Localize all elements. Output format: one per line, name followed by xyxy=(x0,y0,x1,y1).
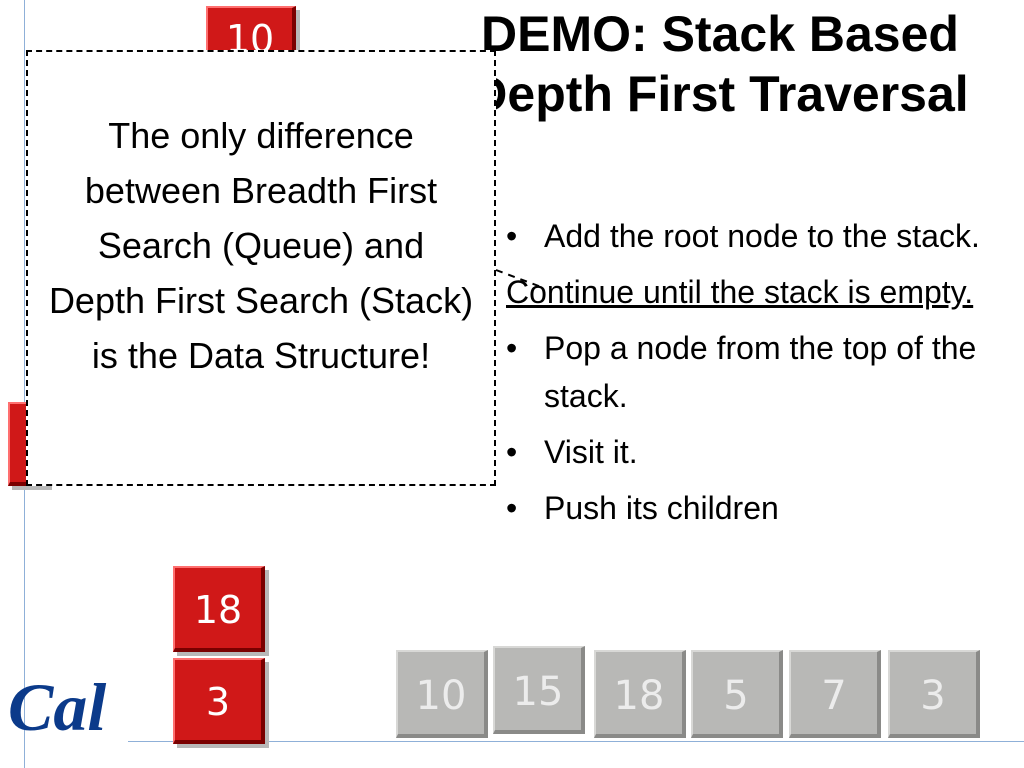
bullet-item: • Push its children xyxy=(506,484,1006,532)
loop-heading: Continue until the stack is empty. xyxy=(506,274,974,310)
bullet-icon: • xyxy=(506,330,518,366)
visited-tile: 10 xyxy=(396,650,488,738)
bullet-icon: • xyxy=(506,218,518,254)
slide-title: DEMO: Stack Based Depth First Traversal xyxy=(471,6,969,122)
callout-text: The only difference between Breadth Firs… xyxy=(48,115,474,376)
bullet-icon: • xyxy=(506,490,518,526)
callout-pointer xyxy=(495,269,545,289)
cal-logo: Cal xyxy=(8,669,106,745)
visited-tile: 15 xyxy=(493,646,585,734)
bullet-icon: • xyxy=(506,434,518,470)
bullet-item: • Visit it. xyxy=(506,428,1006,476)
visited-tile: 3 xyxy=(888,650,980,738)
bullet-item: • Add the root node to the stack. xyxy=(506,212,1006,260)
bullet-text: Push its children xyxy=(544,490,779,526)
bullet-text: Add the root node to the stack. xyxy=(544,218,980,254)
bullet-text: Pop a node from the top of the stack. xyxy=(544,330,977,414)
visited-tile: 7 xyxy=(789,650,881,738)
visited-tile: 18 xyxy=(594,650,686,738)
bullet-item: • Pop a node from the top of the stack. xyxy=(506,324,1006,420)
stack-tile: 3 xyxy=(173,658,265,744)
guide-line-horizontal xyxy=(128,741,1024,742)
guide-line-vertical xyxy=(24,0,25,768)
logo-text: Cal xyxy=(8,669,106,745)
callout-box: The only difference between Breadth Firs… xyxy=(26,50,496,486)
bullet-list: • Add the root node to the stack. Contin… xyxy=(506,212,1006,532)
bullet-text: Visit it. xyxy=(544,434,638,470)
stack-tile: 18 xyxy=(173,566,265,652)
visited-tile: 5 xyxy=(691,650,783,738)
